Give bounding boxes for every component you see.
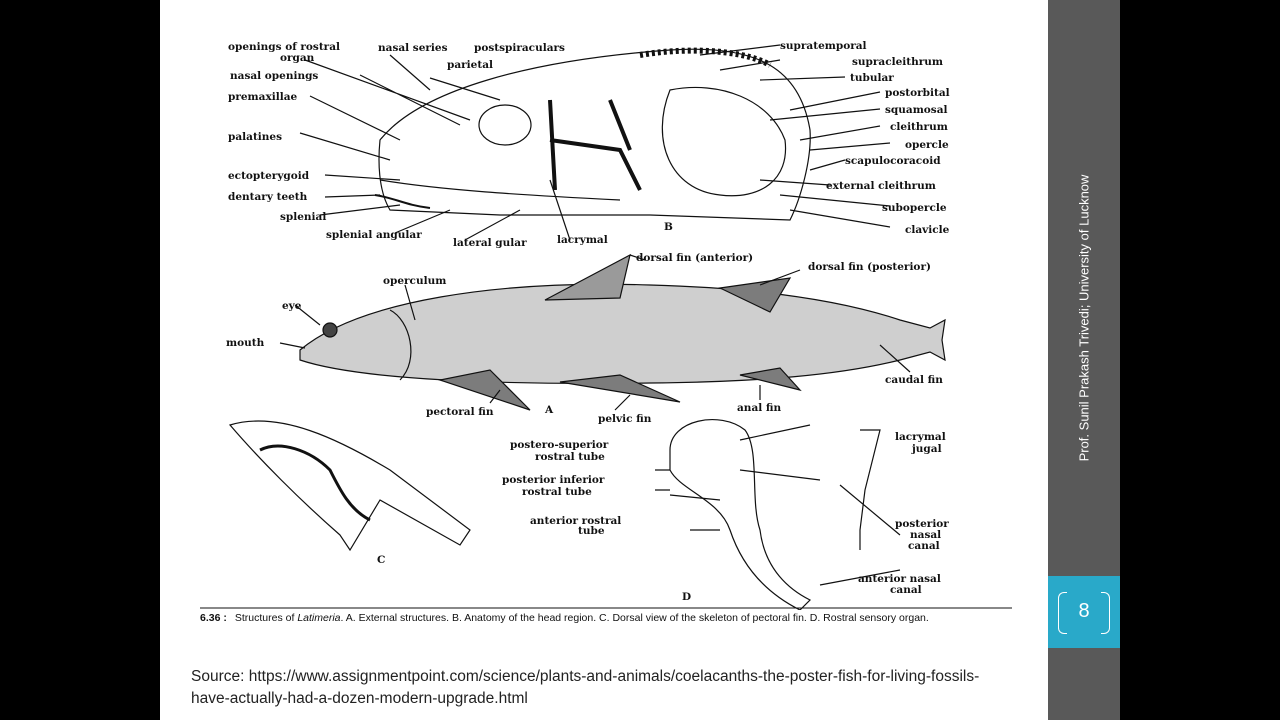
label-canal-2: canal <box>890 584 922 596</box>
label-pelvic-fin: pelvic fin <box>598 413 652 425</box>
label-splenial: splenial <box>280 211 326 223</box>
label-tube: tube <box>578 525 605 537</box>
figure-caption: 6.36 : Structures of Latimeria. A. Extern… <box>200 612 1012 625</box>
panel-b-letter: B <box>664 221 673 233</box>
label-squamosal: squamosal <box>885 104 948 116</box>
label-postspiraculars: postspiraculars <box>474 42 565 54</box>
first-dorsal-fin <box>545 255 630 300</box>
label-rostral-tube-2: rostral tube <box>522 486 592 498</box>
label-rostral-tube-1: rostral tube <box>535 451 605 463</box>
label-jugal: jugal <box>911 443 942 455</box>
fish-body <box>300 284 945 383</box>
label-dentary-teeth: dentary teeth <box>228 191 308 203</box>
label-parietal: parietal <box>447 59 493 71</box>
label-premaxillae: premaxillae <box>228 91 297 103</box>
coelacanth-figure: openings of rostral organ nasal series p… <box>200 30 1012 648</box>
label-clavicle: clavicle <box>905 224 950 236</box>
label-lacrymal-d: lacrymal <box>895 431 946 443</box>
label-external-cleithrum: external cleithrum <box>826 180 936 192</box>
figure-drawing: openings of rostral organ nasal series p… <box>200 30 1012 610</box>
label-pectoral-fin: pectoral fin <box>426 406 494 418</box>
label-dorsal-fin-anterior: dorsal fin (anterior) <box>636 252 753 264</box>
page-number-box: 8 <box>1048 576 1120 648</box>
rostral-canals <box>820 430 900 585</box>
label-subopercle: subopercle <box>882 202 947 214</box>
panel-d-letter: D <box>682 591 691 603</box>
label-cleithrum: cleithrum <box>890 121 948 133</box>
rostral-organ <box>670 420 810 610</box>
label-splenial-angular: splenial angular <box>326 229 422 241</box>
caption-number: 6.36 : <box>200 612 227 624</box>
label-operculum: operculum <box>383 275 446 287</box>
sensory-canals <box>550 100 640 190</box>
label-mouth: mouth <box>226 337 265 349</box>
fin-radials <box>260 446 370 520</box>
label-dorsal-fin-posterior: dorsal fin (posterior) <box>808 261 931 273</box>
label-palatines: palatines <box>228 131 282 143</box>
label-lacrymal: lacrymal <box>557 234 608 246</box>
label-posterior-inferior: posterior inferior <box>502 474 605 486</box>
supratemporal-scales <box>640 51 770 65</box>
label-postorbital: postorbital <box>885 87 950 99</box>
label-organ: organ <box>280 52 315 64</box>
author-credit: Prof. Sunil Prakash Trivedi; University … <box>1052 0 1116 576</box>
panel-a-letter: A <box>544 404 554 416</box>
label-nasal-openings: nasal openings <box>230 70 318 82</box>
label-anterior-rostral: anterior rostral <box>530 515 621 527</box>
label-ectopterygoid: ectopterygoid <box>228 170 310 182</box>
label-opercle: opercle <box>905 139 949 151</box>
dentary-teeth-row <box>375 195 430 208</box>
panel-c-letter: C <box>377 554 385 566</box>
source-text: Source: https://www.assignmentpoint.com/… <box>191 666 1011 710</box>
author-credit-text: Prof. Sunil Prakash Trivedi; University … <box>1077 175 1092 462</box>
caption-text-1: Structures of <box>235 612 297 624</box>
fish-eye <box>323 323 337 337</box>
label-supratemporal: supratemporal <box>780 40 867 52</box>
label-postero-superior: postero-superior <box>510 439 609 451</box>
label-anal-fin: anal fin <box>737 402 782 414</box>
right-bracket-icon <box>1101 592 1110 634</box>
label-supracleithrum: supracleithrum <box>852 56 943 68</box>
caption-italic: Latimeria <box>297 612 340 624</box>
label-lateral-gular: lateral gular <box>453 237 527 249</box>
caption-text-2: . A. External structures. B. Anatomy of … <box>341 612 929 624</box>
fin-skeleton-outline <box>230 421 470 550</box>
label-scapulocoracoid: scapulocoracoid <box>845 155 941 167</box>
orbit <box>479 105 531 145</box>
label-nasal-series: nasal series <box>378 42 448 54</box>
label-tubular: tubular <box>850 72 894 84</box>
jaw-line <box>380 180 620 200</box>
label-canal-1: canal <box>908 540 940 552</box>
opercle-plate <box>662 87 785 195</box>
label-eye: eye <box>282 300 302 312</box>
label-caudal-fin: caudal fin <box>885 374 943 386</box>
